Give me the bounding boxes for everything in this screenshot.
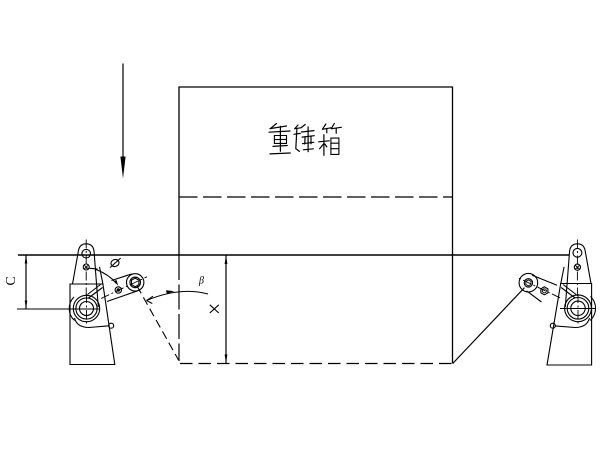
- svg-text:β: β: [198, 276, 204, 287]
- svg-text:C: C: [4, 276, 19, 285]
